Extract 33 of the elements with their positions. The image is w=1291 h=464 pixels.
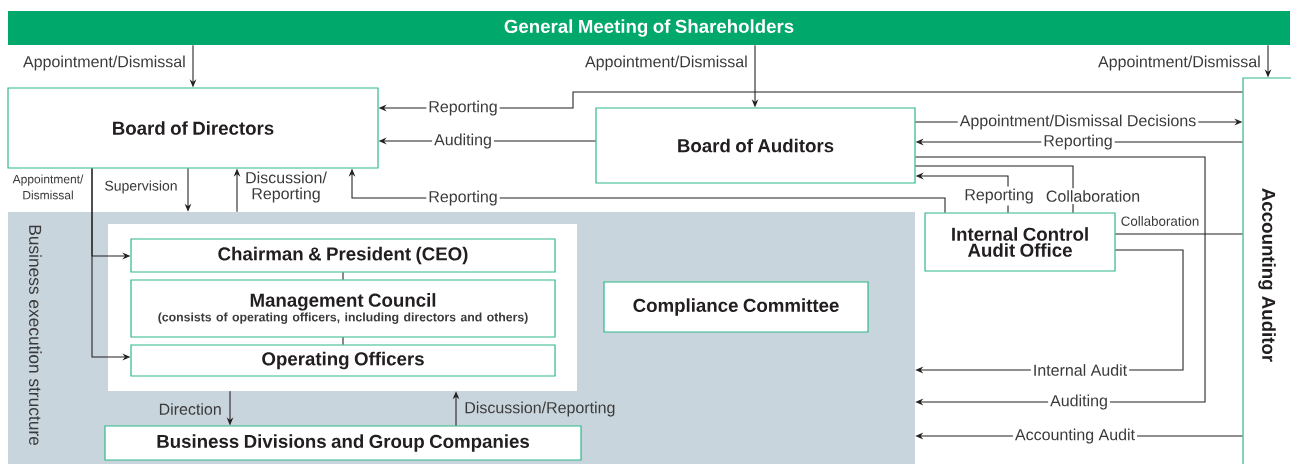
edge-label: Reporting <box>426 98 500 118</box>
edge-label: Discussion/Reporting <box>465 401 615 417</box>
edge-label: Appointment/Dismissal <box>585 55 747 71</box>
edge-label: Reporting <box>426 188 500 208</box>
edge-label: Appointment/Dismissal <box>1098 55 1260 71</box>
organ-box: Board of Auditors <box>595 107 916 184</box>
organ-box: Internal Control Audit Office <box>924 212 1116 272</box>
edge-label: Collaboration <box>1118 214 1202 228</box>
organ-box: Business Divisions and Group Companies <box>104 425 582 461</box>
edge-label: Appointment/ Dismissal <box>12 174 84 200</box>
edge-label: Collaboration <box>1043 188 1143 204</box>
organ-box: Accounting Auditor <box>1242 77 1291 464</box>
organ-box: Management Council (consists of operating officers, including directors and others) <box>130 279 556 338</box>
connector-line <box>342 337 344 345</box>
organ-box: Compliance Committee <box>603 281 869 333</box>
edge-label: Accounting Audit <box>1012 426 1138 446</box>
edge-label: Direction <box>159 403 221 415</box>
arrow <box>915 156 1206 406</box>
edge-label: Appointment/Dismissal <box>23 55 185 71</box>
edge-label: Internal Audit <box>1030 362 1130 378</box>
edge-label: Supervision <box>105 180 177 194</box>
organ-box: Chairman & President (CEO) <box>130 238 556 273</box>
edge-label: Discussion/ Reporting <box>246 171 327 203</box>
connector-line <box>1115 233 1243 235</box>
meeting-band: General Meeting of Shareholders <box>8 11 1290 45</box>
edge-label: Auditing <box>1048 392 1110 412</box>
organ-box: Board of Directors <box>7 87 379 169</box>
connector-line <box>915 165 1074 213</box>
organ-box: Operating Officers <box>130 344 556 377</box>
edge-label: Reporting <box>1041 132 1115 152</box>
edge-label: Reporting <box>962 186 1036 206</box>
edge-label: Auditing <box>432 131 494 151</box>
connector-line <box>342 272 344 280</box>
